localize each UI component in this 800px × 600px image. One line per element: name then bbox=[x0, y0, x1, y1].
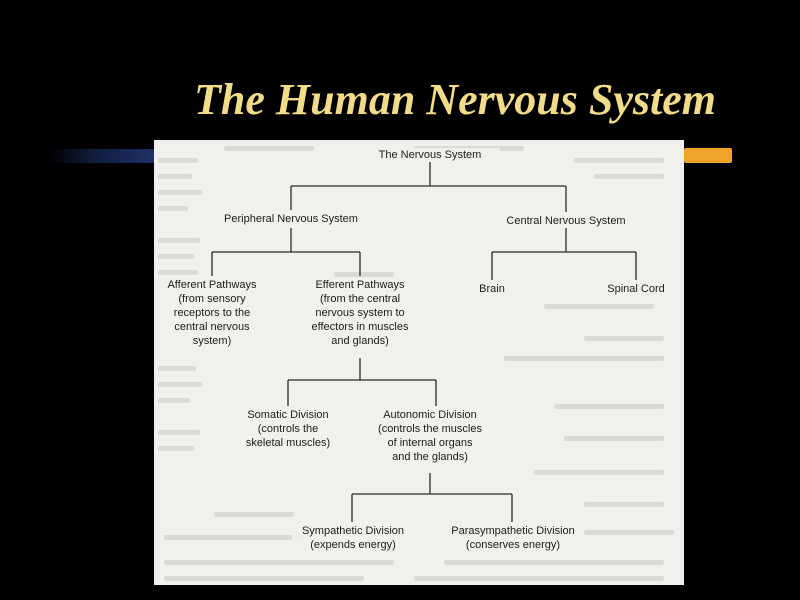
node-sympathetic-division: Sympathetic Division (expends energy) bbox=[292, 524, 414, 552]
node-central-nervous-system: Central Nervous System bbox=[488, 214, 644, 228]
node-peripheral-nervous-system: Peripheral Nervous System bbox=[206, 212, 376, 226]
node-nervous-system: The Nervous System bbox=[360, 148, 500, 162]
node-somatic-division: Somatic Division (controls the skeletal … bbox=[234, 408, 342, 450]
title-accent-dot bbox=[684, 148, 732, 163]
node-parasympathetic-division: Parasympathetic Division (conserves ener… bbox=[442, 524, 584, 552]
node-autonomic-division: Autonomic Division (controls the muscles… bbox=[366, 408, 494, 464]
slide-title: The Human Nervous System bbox=[194, 75, 716, 124]
node-afferent-pathways: Afferent Pathways (from sensory receptor… bbox=[160, 278, 264, 348]
diagram-figure: The Nervous System Peripheral Nervous Sy… bbox=[154, 140, 684, 585]
node-brain: Brain bbox=[468, 282, 516, 296]
hierarchy-connectors bbox=[211, 162, 637, 522]
node-spinal-cord: Spinal Cord bbox=[594, 282, 678, 296]
node-efferent-pathways: Efferent Pathways (from the central nerv… bbox=[300, 278, 420, 348]
title-accent-bar bbox=[48, 149, 158, 163]
